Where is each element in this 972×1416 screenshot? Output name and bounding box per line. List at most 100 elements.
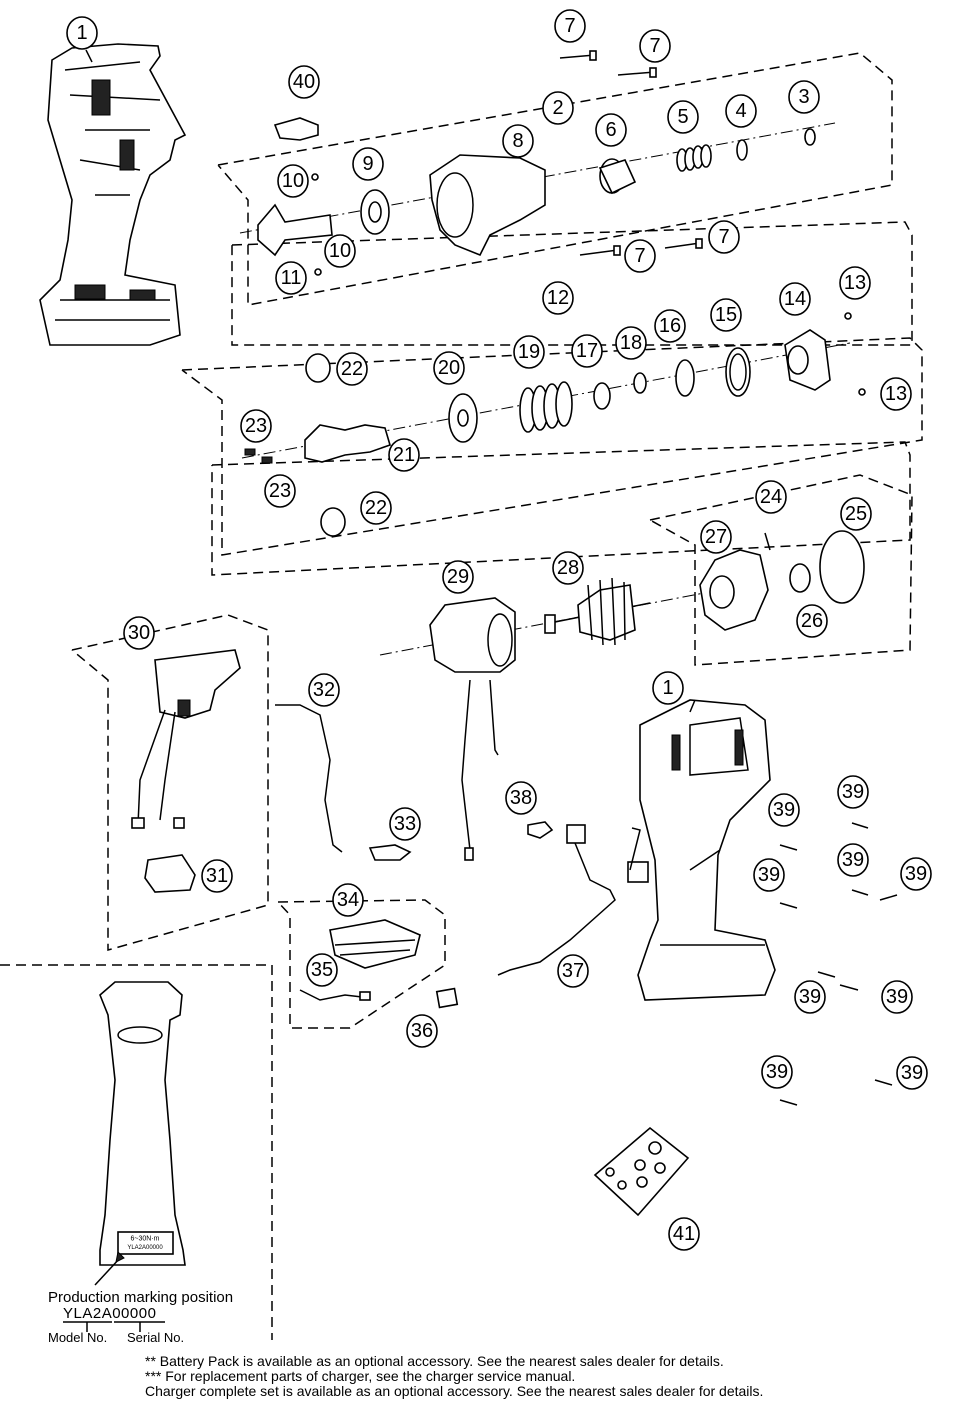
svg-text:7: 7	[564, 15, 575, 37]
callout-10-b: 10	[324, 234, 356, 268]
svg-text:7: 7	[634, 245, 645, 267]
callout-39-i: 39	[896, 1056, 928, 1090]
part-40-bracket	[273, 117, 319, 141]
callout-28: 28	[552, 551, 584, 585]
part-16-ring	[675, 359, 695, 397]
svg-text:15: 15	[715, 304, 737, 326]
svg-text:11: 11	[281, 267, 302, 289]
screws-39	[779, 822, 898, 1106]
group-24-outline	[649, 474, 913, 666]
note-charger-parts: *** For replacement parts of charger, se…	[145, 1368, 576, 1384]
production-plate	[117, 1231, 174, 1255]
note-battery: ** Battery Pack is available as an optio…	[145, 1353, 724, 1369]
callout-1-top: 1	[66, 16, 98, 50]
callout-14: 14	[779, 282, 811, 316]
housing-left-half	[39, 43, 187, 346]
part-19-spring	[519, 381, 573, 433]
group-outlines	[0, 52, 923, 1340]
callout-22-a: 22	[336, 352, 368, 386]
svg-text:39: 39	[905, 863, 927, 885]
callout-1-right: 1	[652, 671, 684, 705]
note-charger-set: Charger complete set is available as an …	[145, 1383, 764, 1399]
middle-assembly	[244, 312, 866, 537]
svg-text:39: 39	[773, 799, 795, 821]
part-38-clip	[527, 821, 554, 839]
callout-33: 33	[389, 807, 421, 841]
svg-text:1: 1	[662, 677, 673, 699]
upper-assembly	[257, 128, 816, 276]
svg-text:34: 34	[337, 889, 359, 911]
svg-text:19: 19	[518, 341, 540, 363]
part-41-remote	[593, 1126, 690, 1217]
part-35-lead	[299, 989, 363, 1001]
callout-23-b: 23	[264, 474, 296, 508]
callout-39-b: 39	[768, 793, 800, 827]
svg-text:18: 18	[620, 332, 642, 354]
controller-group	[299, 919, 459, 1009]
group-lower-outline	[211, 441, 911, 576]
callout-39-a: 39	[837, 775, 869, 809]
callout-4: 4	[725, 94, 757, 128]
svg-text:28: 28	[557, 557, 579, 579]
callout-24: 24	[755, 480, 787, 514]
svg-text:7: 7	[718, 226, 729, 248]
svg-text:39: 39	[758, 864, 780, 886]
callout-25: 25	[840, 497, 872, 531]
production-panel-outline	[0, 964, 273, 1340]
callout-34: 34	[332, 883, 364, 917]
serial-number-label: Serial No.	[127, 1330, 185, 1345]
svg-text:9: 9	[362, 153, 373, 175]
callout-35: 35	[306, 953, 338, 987]
callout-7-a: 7	[554, 9, 586, 43]
callout-3: 3	[788, 80, 820, 114]
svg-text:39: 39	[799, 986, 821, 1008]
callout-22-b: 22	[360, 491, 392, 525]
svg-text:27: 27	[705, 526, 727, 548]
callout-15: 15	[710, 298, 742, 332]
callout-40: 40	[288, 65, 320, 99]
group-34-outline	[277, 899, 446, 1029]
callout-5: 5	[667, 100, 699, 134]
callout-13-b: 13	[880, 377, 912, 411]
callout-36: 36	[406, 1014, 438, 1048]
callout-7-b: 7	[639, 29, 671, 63]
part-31-terminal	[144, 854, 196, 893]
part-36-cover	[435, 987, 459, 1009]
motor-assembly	[429, 530, 865, 861]
svg-text:23: 23	[245, 415, 267, 437]
part-22-gear-bottom	[320, 507, 346, 537]
part-18-washer	[633, 372, 647, 394]
svg-text:6: 6	[605, 119, 616, 141]
svg-text:21: 21	[393, 444, 415, 466]
part-3-ring	[804, 128, 816, 146]
footnotes: ** Battery Pack is available as an optio…	[145, 1354, 763, 1399]
switch-group	[131, 649, 241, 893]
production-marking-label: Production marking position	[48, 1289, 234, 1306]
svg-text:35: 35	[311, 959, 333, 981]
callout-32: 32	[308, 673, 340, 707]
part-30-switch	[154, 649, 241, 719]
model-number-label: Model No.	[48, 1330, 108, 1345]
part-32-flat-cable	[275, 704, 343, 853]
svg-text:10: 10	[329, 240, 351, 262]
callout-18: 18	[615, 326, 647, 360]
svg-text:10: 10	[282, 170, 304, 192]
svg-text:26: 26	[801, 610, 823, 632]
svg-text:22: 22	[341, 358, 363, 380]
callout-41: 41	[668, 1217, 700, 1251]
callout-2: 2	[542, 91, 574, 125]
callout-26: 26	[796, 604, 828, 638]
callout-6: 6	[595, 113, 627, 147]
svg-text:39: 39	[842, 781, 864, 803]
production-code: YLA2A00000	[63, 1305, 157, 1322]
svg-text:40: 40	[293, 71, 315, 93]
part-28-rotor	[544, 577, 651, 646]
callout-7-d: 7	[708, 220, 740, 254]
svg-text:39: 39	[842, 849, 864, 871]
pins-7	[559, 50, 703, 256]
group-2-outline	[217, 52, 893, 306]
svg-text:39: 39	[901, 1062, 923, 1084]
svg-text:2: 2	[552, 97, 563, 119]
svg-text:7: 7	[649, 35, 660, 57]
svg-text:17: 17	[576, 340, 598, 362]
